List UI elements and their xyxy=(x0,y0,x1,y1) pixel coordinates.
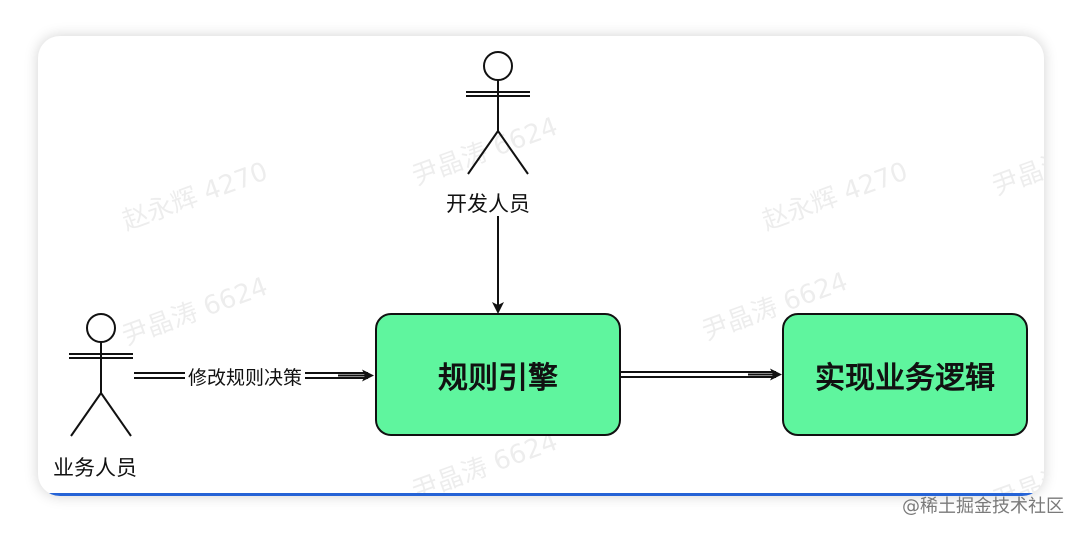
business-actor-icon xyxy=(69,313,133,437)
accent-line xyxy=(38,493,1044,496)
developer-actor-icon xyxy=(466,51,530,175)
business-actor-label: 业务人员 xyxy=(53,456,137,480)
edge-engine-to-logic xyxy=(621,368,782,381)
business-logic-label: 实现业务逻辑 xyxy=(815,360,995,396)
business-logic-node: 实现业务逻辑 xyxy=(782,313,1028,436)
developer-actor-label: 开发人员 xyxy=(446,192,530,216)
edge-label-modify-rules: 修改规则决策 xyxy=(185,363,306,390)
rule-engine-label: 规则引擎 xyxy=(438,360,558,396)
diagram-canvas: 尹晶涛 6624 赵永辉 4270 赵永辉 4270 尹晶涛 6624 尹晶涛 … xyxy=(38,36,1044,496)
rule-engine-node: 规则引擎 xyxy=(375,313,621,436)
source-watermark: @稀土掘金技术社区 xyxy=(902,496,1064,517)
